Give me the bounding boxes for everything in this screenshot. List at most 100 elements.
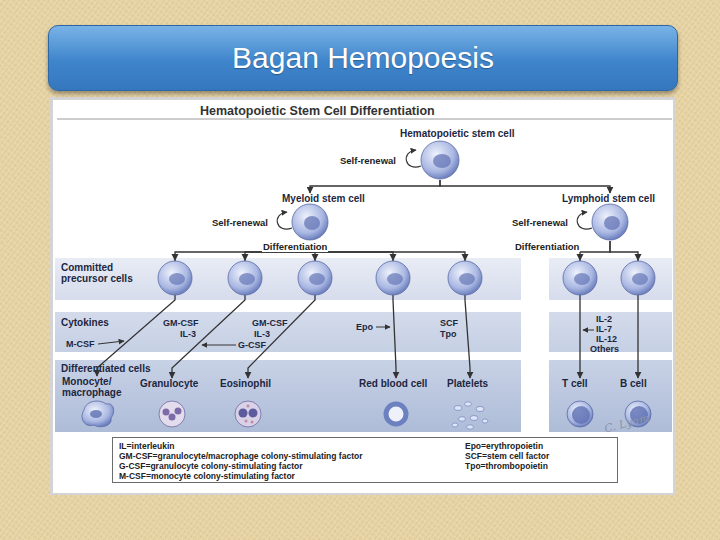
process-note: Differentiation: [514, 241, 580, 252]
abbreviation-box: IL=interleukinGM-CSF=granulocyte/macroph…: [112, 437, 618, 483]
cytokine-name: IL-12: [596, 334, 617, 344]
stem-cell-picture: [421, 141, 459, 179]
cytokine-name: IL-3: [254, 329, 270, 339]
cell-type: T cell: [562, 378, 598, 390]
cytokine-arrow: [583, 330, 594, 331]
cell-type: Granulocyte: [140, 378, 204, 390]
arrow-head: [635, 254, 642, 261]
abbreviation-text: GM-CSF=granulocyte/macrophage colony-sti…: [119, 451, 459, 461]
precursor-cell: [298, 261, 332, 295]
arrow-head: [172, 254, 179, 261]
cell-type: Platelets: [447, 378, 493, 390]
process-note: Self-renewal: [212, 217, 268, 228]
abbreviation-text: Tpo=thrombopoietin: [465, 461, 615, 471]
process-note: Differentiation: [262, 241, 328, 252]
platelet-picture: [454, 406, 462, 411]
row-heading: Committed precursor cells: [61, 262, 143, 284]
abbreviation-text: G-CSF=granulocyte colony-stimulating fac…: [119, 461, 459, 471]
arrow-head: [390, 254, 397, 261]
cell-nucleus: [459, 273, 475, 285]
cell-nucleus: [604, 216, 620, 230]
cell-label: Red blood cell: [359, 378, 433, 389]
platelet-picture: [452, 423, 458, 427]
cell-label: T cell: [562, 378, 598, 389]
stem-cell-picture: [592, 204, 628, 240]
artist-signature: C. Lynm: [603, 413, 650, 435]
flow-arrow: [248, 241, 315, 378]
cytokine-arrow: [376, 327, 390, 328]
cell-granule: [245, 420, 248, 423]
cell-type: Monocyte/ macrophage: [62, 376, 132, 400]
process-note: Self-renewal: [512, 217, 568, 228]
arrow-head: [312, 254, 319, 261]
cytokine-name: GM-CSF: [163, 318, 199, 328]
figure-frame: [50, 97, 676, 495]
flow-arrow: [310, 180, 440, 193]
cytokine-name: Epo: [356, 322, 373, 332]
flow-arrow: [310, 241, 396, 378]
title-bar: Bagan Hemopoesis: [48, 25, 678, 91]
red-cell-picture: [386, 404, 406, 424]
abbreviation-text: Epo=erythropoietin: [465, 441, 615, 451]
cell-nucleus: [574, 273, 590, 285]
cell-nucleus: [304, 216, 320, 230]
cell-label: Monocyte/ macrophage: [62, 376, 128, 398]
arrow-head: [242, 254, 249, 261]
cell-nucleus: [387, 273, 403, 285]
cytokine-name: IL-7: [596, 324, 612, 334]
cell-nucleus: [175, 408, 182, 415]
abbreviation-text: M-CSF=monocyte colony-stimulating factor: [119, 471, 459, 481]
abbreviation-text: SCF=stem cell factor: [465, 451, 615, 461]
figure-area: [53, 100, 673, 493]
flow-arrow: [310, 241, 470, 378]
cytokine-arrow: [98, 341, 124, 344]
stem-cell-picture: [292, 204, 328, 240]
precursor-cell: [448, 261, 482, 295]
cell-type: B cell: [620, 378, 656, 390]
cell-nucleus: [249, 409, 258, 418]
platelet-picture: [467, 425, 474, 429]
platelet-picture: [470, 416, 478, 421]
flow-arrow: [97, 241, 310, 376]
self-renewal-arrow: [277, 212, 292, 229]
macrophage-picture: [82, 401, 114, 427]
precursor-cell: [228, 261, 262, 295]
platelet-picture: [476, 406, 484, 411]
cytokine-name: G-CSF: [238, 340, 266, 350]
precursor-cell: [158, 261, 192, 295]
cytokine-name: SCF: [440, 318, 458, 328]
cell-nucleus: [239, 409, 248, 418]
cell-label: B cell: [620, 378, 656, 389]
cell-nucleus: [169, 273, 185, 285]
self-renewal-arrow: [577, 212, 592, 229]
cell-type: Red blood cell: [359, 378, 433, 390]
cell-nucleus: [90, 410, 102, 418]
cell-type: Eosinophil: [220, 378, 276, 390]
cell-label: Granulocyte: [140, 378, 204, 389]
abbreviation-text: IL=interleukin: [119, 441, 459, 451]
cytokine-name: M-CSF: [66, 339, 95, 349]
cell-nucleus: [163, 409, 170, 416]
title-rule: [57, 119, 672, 120]
platelet-picture: [482, 419, 488, 423]
arrow-head: [462, 254, 469, 261]
platelet-picture: [459, 417, 466, 422]
stem-cell: Hematopoietic stem cell: [398, 128, 540, 180]
cell-granule: [251, 421, 254, 424]
cytokine-name: IL-3: [180, 329, 196, 339]
row-heading: Cytokines: [61, 317, 161, 328]
cytokine-arrow: [202, 345, 236, 346]
precursor-cell: [376, 261, 410, 295]
cell-nucleus: [572, 406, 590, 424]
cell-nucleus: [309, 273, 325, 285]
precursor-cell: [621, 261, 655, 295]
cytokine-name: Tpo: [440, 329, 457, 339]
cell-label: Myeloid stem cell: [282, 193, 374, 204]
cytokine-name: IL-2: [596, 314, 612, 324]
cell-granule: [247, 405, 250, 408]
cell-nucleus: [169, 414, 176, 421]
flow-arrow: [440, 180, 610, 193]
cell-label: Eosinophil: [220, 378, 276, 389]
cell-nucleus: [433, 154, 451, 168]
cytokine-name: GM-CSF: [252, 318, 288, 328]
